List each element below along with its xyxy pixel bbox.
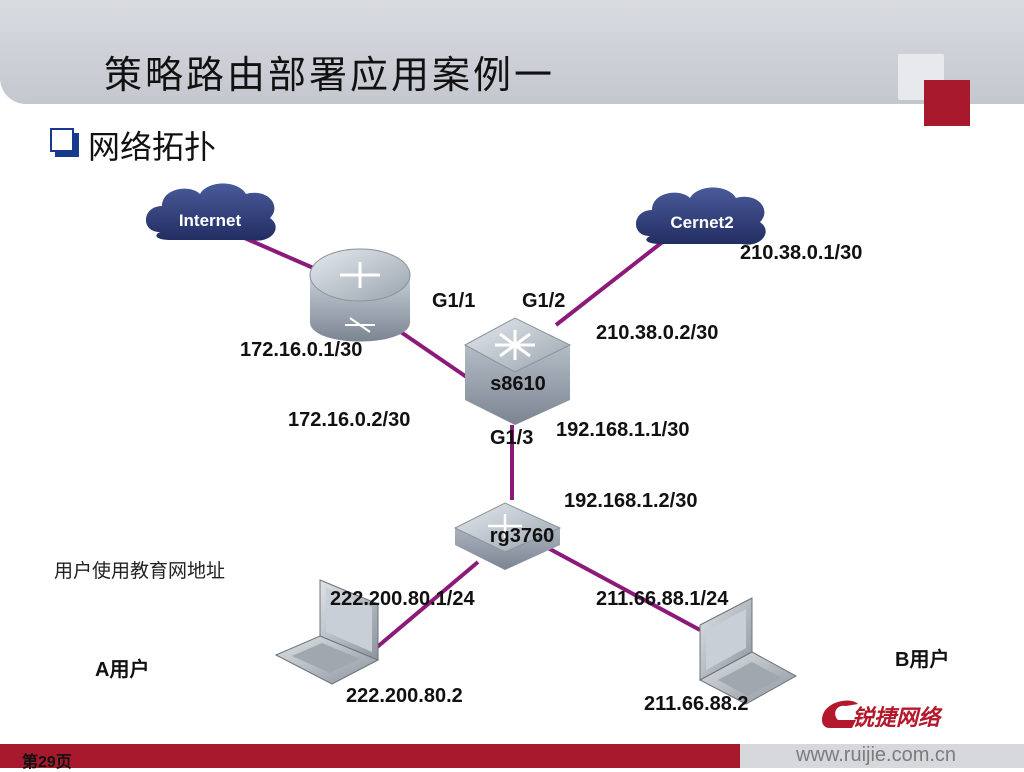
user-b-label: B用户 [895,649,950,671]
internet-cloud-icon [145,183,276,241]
access-switch-icon [453,502,562,570]
s8610-down-ip-label: 192.168.1.1/30 [556,419,690,441]
port-g11-label: G1/1 [432,290,476,312]
port-g12-label: G1/2 [522,290,566,312]
section-heading: 网络拓扑 [88,128,217,166]
router-icon [309,248,411,342]
rg3760-up-ip-label: 192.168.1.2/30 [564,490,698,512]
gateway-a-ip-label: 222.200.80.1/24 [330,588,475,610]
gateway-b-ip-label: 211.66.88.1/24 [596,588,729,610]
decor-square-red [924,80,970,126]
core-switch-icon [463,317,572,425]
link-cernet-s8610 [554,238,667,327]
laptop-b-icon [698,597,798,705]
checkbox-bullet-icon [50,128,80,158]
title-bar [0,0,1024,104]
link-router-s8610 [393,326,470,380]
internet-label: Internet [179,211,242,230]
links [239,234,701,650]
s8610-router-ip-label: 172.16.0.2/30 [288,409,411,431]
ruijie-logo-icon [822,700,858,728]
footer-accent [0,744,740,768]
link-rg3760-hostb [547,546,701,632]
page-number: 第29页 [22,754,72,771]
s8610-label: s8610 [490,373,546,395]
router-ip-label: 172.16.0.1/30 [240,339,363,361]
user-address-note: 用户使用教育网地址 [54,560,226,582]
port-g13-label: G1/3 [490,427,534,449]
link-rg3760-hosta [374,560,480,650]
website-url[interactable]: www.ruijie.com.cn [796,744,957,766]
laptop-a-icon [274,579,380,685]
logo-text: 锐捷网络 [852,706,941,731]
cernet-label: Cernet2 [670,213,733,232]
slide-title: 策略路由部署应用案例一 [104,53,556,97]
rg3760-label: rg3760 [490,525,555,547]
cernet-ip-label: 210.38.0.1/30 [740,242,863,264]
host-a-ip-label: 222.200.80.2 [346,685,463,707]
cernet-cloud-icon [635,187,766,245]
s8610-cernet-ip-label: 210.38.0.2/30 [596,322,719,344]
user-a-label: A用户 [95,659,150,681]
host-b-ip-label: 211.66.88.2 [644,693,749,715]
link-internet-router [239,234,319,272]
